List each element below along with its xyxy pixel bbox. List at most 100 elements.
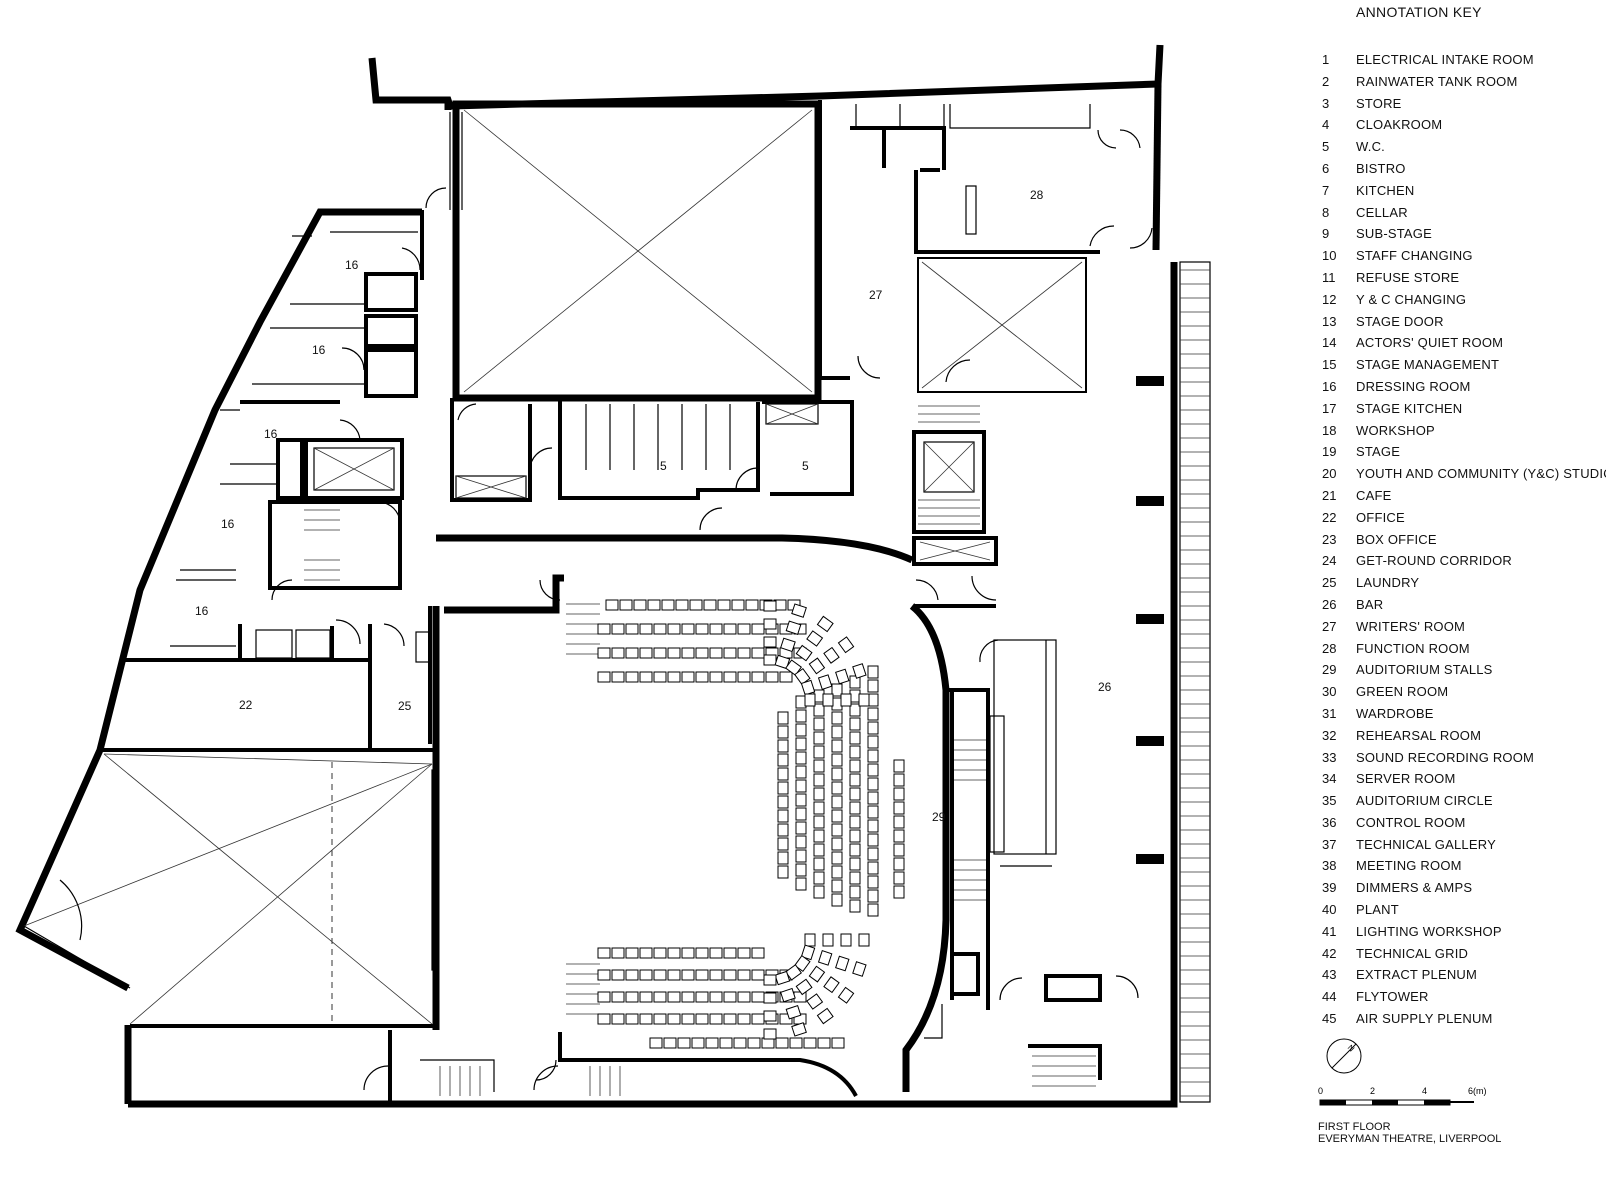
seat — [639, 947, 653, 959]
seat — [867, 805, 879, 819]
room-label-5-a: 5 — [660, 459, 667, 473]
legend-item-label: AUDITORIUM STALLS — [1356, 662, 1493, 678]
seat — [823, 646, 840, 664]
seat — [723, 623, 737, 635]
legend-item-label: YOUTH AND COMMUNITY (Y&C) STUDIO — [1356, 466, 1606, 482]
legend-item-number: 19 — [1322, 444, 1337, 460]
legend-item-number: 15 — [1322, 357, 1337, 373]
room-label-16-b: 16 — [312, 343, 326, 357]
seat — [867, 819, 879, 833]
legend-item-label: SOUND RECORDING ROOM — [1356, 749, 1535, 765]
room-labels: 16 16 16 16 16 5 5 27 28 22 25 29 26 — [195, 188, 1112, 824]
legend-item-number: 7 — [1322, 182, 1330, 198]
seat — [597, 1013, 611, 1025]
seat — [611, 623, 625, 635]
legend-item: 33 SOUND RECORDING ROOM — [1322, 750, 1606, 772]
seat — [611, 1013, 625, 1025]
legend-item-number: 22 — [1322, 509, 1337, 525]
legend-item-number: 13 — [1322, 313, 1337, 329]
seat — [597, 671, 611, 683]
seat — [813, 815, 825, 829]
seat — [817, 950, 833, 966]
seat — [849, 745, 861, 759]
seat — [803, 1037, 817, 1049]
room-label-16-d: 16 — [221, 517, 235, 531]
seat — [849, 787, 861, 801]
wc-blocks — [450, 398, 854, 531]
stalls-stairs — [566, 603, 986, 1015]
seat — [763, 618, 777, 630]
seat — [611, 991, 625, 1003]
seat — [695, 991, 709, 1003]
legend-item-label: STAGE DOOR — [1356, 313, 1444, 329]
seat — [791, 1022, 807, 1037]
seat — [817, 1037, 831, 1049]
seat — [831, 781, 843, 795]
seat — [795, 849, 807, 863]
seat — [831, 1037, 845, 1049]
seat — [639, 991, 653, 1003]
seat — [849, 717, 861, 731]
stair-lift-column — [912, 405, 998, 566]
legend-item-number: 33 — [1322, 749, 1337, 765]
seat — [625, 1013, 639, 1025]
legend-item-label: LAUNDRY — [1356, 575, 1420, 591]
seat — [625, 991, 639, 1003]
seat — [723, 969, 737, 981]
room-label-25: 25 — [398, 699, 412, 713]
legend-item-number: 14 — [1322, 335, 1337, 351]
legend-item-label: WARDROBE — [1356, 705, 1434, 721]
seat — [867, 777, 879, 791]
legend-item-label: REFUSE STORE — [1356, 269, 1460, 285]
legend-item-number: 31 — [1322, 705, 1337, 721]
legend-item-label: FLYTOWER — [1356, 989, 1429, 1005]
seat — [731, 599, 745, 611]
seat — [849, 731, 861, 745]
seat — [653, 623, 667, 635]
seat — [663, 1037, 677, 1049]
seat — [611, 647, 625, 659]
legend-item-label: PLANT — [1356, 902, 1399, 918]
seat — [737, 623, 751, 635]
seat — [737, 969, 751, 981]
seat — [625, 647, 639, 659]
room-label-5-b: 5 — [802, 459, 809, 473]
seat — [667, 671, 681, 683]
room-label-16-c: 16 — [264, 427, 278, 441]
bar-column — [1136, 614, 1164, 624]
seat — [653, 1013, 667, 1025]
legend-item-number: 34 — [1322, 771, 1337, 787]
seat — [804, 933, 816, 947]
seat — [795, 877, 807, 891]
auditorium-seating — [597, 599, 905, 1049]
top-right-rooms — [818, 100, 1153, 380]
seat — [795, 978, 813, 996]
seat — [867, 847, 879, 861]
seat — [849, 857, 861, 871]
seat — [691, 1037, 705, 1049]
seat — [795, 793, 807, 807]
bar-column — [1136, 736, 1164, 746]
legend-item-number: 9 — [1322, 226, 1330, 242]
seat — [777, 725, 789, 739]
seat — [867, 791, 879, 805]
seat — [813, 773, 825, 787]
seat — [816, 615, 834, 633]
seat — [831, 851, 843, 865]
seat — [779, 1013, 793, 1025]
seat — [867, 833, 879, 847]
seat — [800, 944, 816, 961]
seat — [625, 947, 639, 959]
seat — [774, 654, 791, 670]
seat — [849, 801, 861, 815]
scale-tick-0: 0 — [1318, 1086, 1323, 1096]
seat — [763, 600, 777, 612]
